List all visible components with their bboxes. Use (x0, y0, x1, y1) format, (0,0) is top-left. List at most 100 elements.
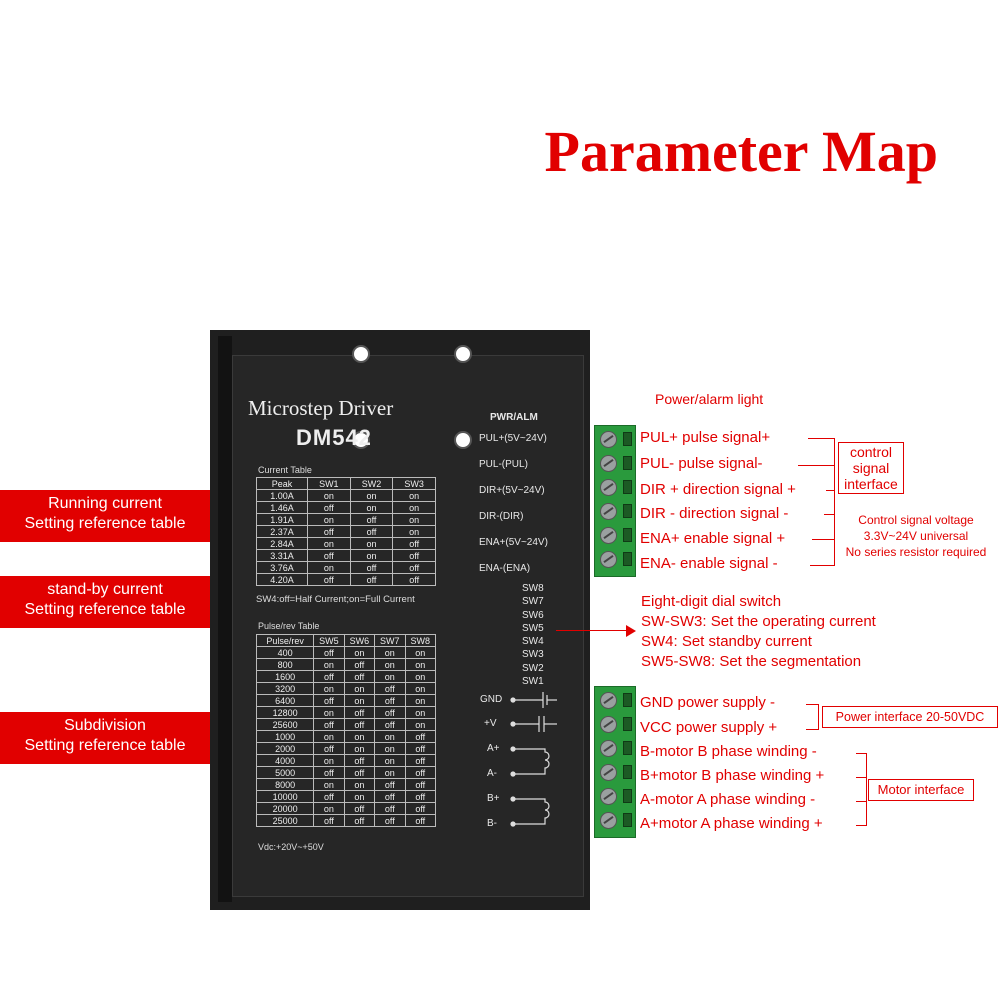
table-cell: on (404, 658, 436, 671)
screw-icon (600, 479, 617, 496)
table-cell: off (374, 778, 406, 791)
wire-slot (623, 765, 632, 779)
table-cell: off (313, 646, 345, 659)
node-dot (510, 821, 516, 827)
switch-label: SW2 (522, 662, 544, 674)
screw-icon (600, 503, 617, 520)
table-header-cell: SW5 (313, 634, 345, 647)
table-cell: on (374, 742, 406, 755)
table-cell: 3.76A (256, 561, 308, 574)
wire-slot (623, 456, 632, 470)
box-line: interface (844, 476, 898, 492)
table-cell: 8000 (255, 778, 315, 791)
table-cell: off (404, 814, 436, 827)
bracket-line (818, 704, 819, 730)
node-dot (510, 796, 516, 802)
screw-icon (600, 812, 617, 829)
bracket-line (856, 753, 866, 754)
wire-slot (623, 480, 632, 494)
table-cell: 1600 (255, 670, 315, 683)
table-cell: off (349, 573, 394, 586)
table-cell: on (404, 682, 436, 695)
table-header-cell: Pulse/rev (255, 634, 315, 647)
table-cell: on (404, 646, 436, 659)
table-cell: on (404, 694, 436, 707)
table-cell: off (343, 814, 376, 827)
table-cell: 5000 (255, 766, 315, 779)
table-cell: off (313, 670, 345, 683)
node-dot (510, 746, 516, 752)
table-cell: on (313, 706, 345, 719)
table-header-cell: SW6 (343, 634, 376, 647)
table-cell: on (307, 489, 351, 502)
switch-labels: SW8 SW7 SW6 SW5 SW4 SW3 SW2 SW1 (522, 582, 544, 688)
table-cell: 3200 (255, 682, 315, 695)
switch-label: SW3 (522, 649, 544, 661)
table-cell: off (374, 682, 406, 695)
table-cell: on (349, 501, 394, 514)
motor-label: B+motor B phase winding + (640, 767, 825, 784)
table-cell: off (404, 790, 436, 803)
terminal-label: DIR+(5V~24V) (479, 485, 545, 496)
table-cell: off (343, 766, 376, 779)
label-line: Setting reference table (24, 515, 186, 532)
power-label: GND power supply - (640, 694, 776, 711)
running-current-label: Running current Setting reference table (0, 490, 210, 542)
screw-icon (600, 527, 617, 544)
bracket-line (856, 825, 866, 826)
switch-label: SW7 (522, 596, 544, 608)
table-cell: on (392, 513, 436, 526)
note-line: No series resistor required (845, 545, 987, 559)
signal-label: DIR + direction signal + (640, 481, 796, 498)
table-cell: off (392, 549, 436, 562)
signal-terminal-block (594, 425, 636, 577)
wire-slot (623, 528, 632, 542)
label-line: Setting reference table (24, 737, 186, 754)
table-cell: off (392, 561, 436, 574)
table-header-cell: Peak (256, 477, 308, 490)
table-cell: off (374, 718, 406, 731)
table-cell: on (374, 754, 406, 767)
table-cell: on (313, 754, 345, 767)
table-cell: off (404, 802, 436, 815)
table-cell: on (374, 646, 406, 659)
table-cell: off (374, 814, 406, 827)
table-cell: off (343, 718, 376, 731)
table-header-cell: SW1 (307, 477, 351, 490)
bracket-line (810, 565, 834, 566)
bracket-line (806, 704, 818, 705)
table-cell: off (374, 802, 406, 815)
terminal-label: ENA+(5V~24V) (479, 537, 548, 548)
motor-label: A-motor A phase winding - (640, 791, 816, 808)
label-line: stand-by current (47, 581, 163, 598)
table-cell: off (343, 658, 376, 671)
bracket-line (808, 438, 834, 439)
table-cell: off (374, 694, 406, 707)
table-cell: on (313, 778, 345, 791)
table-cell: 1.46A (256, 501, 308, 514)
screw-icon (600, 716, 617, 733)
table-cell: off (307, 525, 351, 538)
terminal-label: A- (487, 768, 497, 779)
table-cell: off (374, 790, 406, 803)
switch-label: SW4 (522, 636, 544, 648)
power-alarm-light-label: Power/alarm light (655, 391, 764, 407)
bracket-line (856, 801, 866, 802)
table-cell: on (343, 646, 376, 659)
table-cell: on (307, 537, 351, 550)
table-cell: on (392, 525, 436, 538)
terminal-label: ENA-(ENA) (479, 563, 531, 574)
subdivision-label: Subdivision Setting reference table (0, 712, 210, 764)
table-cell: on (343, 682, 376, 695)
terminal-label: B- (487, 818, 497, 829)
terminal-label: DIR-(DIR) (479, 511, 524, 522)
table-cell: 2.37A (256, 525, 308, 538)
table-cell: 800 (255, 658, 315, 671)
